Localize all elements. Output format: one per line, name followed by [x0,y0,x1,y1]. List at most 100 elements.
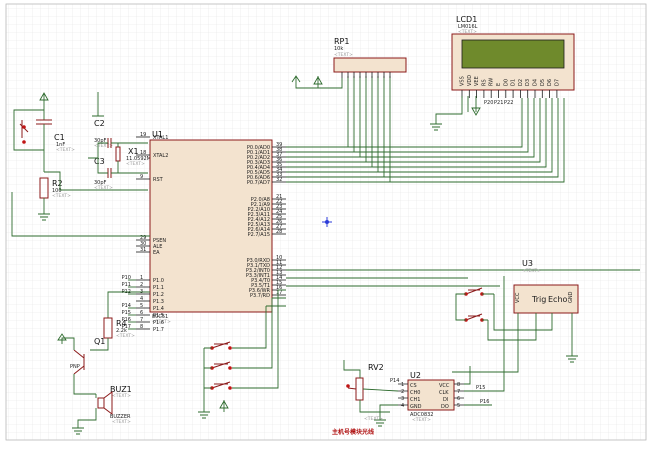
u1-pin-name: XTAL1 [153,135,168,141]
u2-pin-cs: CS [410,383,417,389]
u1-pin-name: P1.2 [153,292,164,298]
rv2-potentiometer[interactable]: RV2 <TEXT> [343,360,399,422]
u1-pin-name: P2.0/A8 [251,197,270,203]
svg-text:<TEXT>: <TEXT> [522,268,541,274]
u1-pin-num: 9 [140,174,143,180]
u1-pin-name: P1.0 [153,278,164,284]
u1-pin-name: P2.2/A10 [248,207,270,213]
lcd-pin-label: RW [489,78,495,86]
u1-pin-name: P3.3/INT1 [246,273,270,279]
svg-text:<TEXT>: <TEXT> [152,319,171,325]
lcd-screen [461,39,565,69]
c1-value: 1nF [56,142,65,148]
buz1-model: BUZZER [110,414,131,420]
key-button-5[interactable] [464,313,484,322]
u3-ultrasonic-module[interactable]: U3 <TEXT> VCC Trig Echo GND [286,259,579,373]
u1-pin-num: 29 [140,235,146,241]
u1-pin-name: EA [153,250,160,256]
u1-pin-name: P3.0/RXD [247,258,271,264]
u3-pin-echo: Echo [548,295,568,304]
r2-ref: R2 [52,179,63,188]
c1-ref: C1 [54,133,65,142]
u2-adc[interactable]: U2 CS CH0 CH1 GND VCC CLK DI DO 1 2 3 4 … [374,276,505,427]
svg-text:3: 3 [401,396,404,402]
u1-pin-name: P1.5 [153,313,164,319]
u1-pin-name: P3.5/T1 [251,283,270,289]
u1-pin-num: 15 [276,280,282,286]
rp1-ref: RP1 [334,37,349,46]
u1-net-label: P11 [122,282,131,288]
key-buttons[interactable] [198,289,286,419]
lcd-pin-label: D4 [533,79,539,86]
right-buttons[interactable] [455,287,494,322]
u1-pin-name: P0.1/AD1 [247,150,270,156]
svg-text:<TEXT>: <TEXT> [126,161,145,167]
u2-model: ADC0832 [410,412,434,418]
u1-pin-num: 17 [276,290,282,296]
svg-text:6: 6 [457,396,460,402]
rv2-ref: RV2 [368,363,384,372]
u1-pin-num: 11 [276,260,282,266]
u1-pin-num: 30 [140,241,146,247]
u1-model: 80C51 [152,314,168,320]
key-button-1[interactable] [210,341,232,350]
u1-pin-name: P3.6/WR [249,288,271,294]
u1-pin-num: 32 [276,177,282,183]
lcd-pin-label: D1 [511,79,517,86]
svg-text:2: 2 [401,389,404,395]
u1-pin-name: P2.7/A15 [248,232,270,238]
r4-ref: R4 [116,319,127,328]
u1-pin-name: P1.4 [153,306,164,312]
u1-pin-num: 26 [276,219,282,225]
origin-marker-icon [322,217,332,227]
reset-circuit: C1 1nF <TEXT> R2 100 <TEXT> [13,92,148,221]
u1-pin-num: 31 [140,247,146,253]
u1-pin-name: XTAL2 [153,153,168,159]
lcd-pin-label: E [496,83,502,86]
svg-text:<TEXT>: <TEXT> [94,143,113,149]
u1-pin-name: P0.4/AD4 [247,165,270,171]
svg-text:<TEXT>: <TEXT> [364,416,383,422]
lcd-pin-label: D7 [554,79,560,86]
u1-pin-num: 21 [276,194,282,200]
x1-ref: X1 [128,147,139,156]
u1-pin-name: ALE [153,244,162,250]
u1-pin-num: 4 [140,296,143,302]
u1-pin-name: P0.5/AD5 [247,170,270,176]
u3-pin-gnd: GND [568,291,574,303]
lcd-pin-label: VSS [460,76,466,86]
u1-pin-name: P1.3 [153,299,164,305]
u2-pin-do: DO [441,404,449,410]
u2-net-p15: P15 [476,385,485,391]
x1-value: 11.0592MHz [126,156,158,162]
u1-net-label: P15 [122,310,131,316]
u2-pin-di: DI [443,397,448,403]
lcd-net-p20: P20 [484,100,493,106]
u1-pin-num: 23 [276,204,282,210]
u1-pin-num: 22 [276,199,282,205]
key-button-4[interactable] [464,287,484,296]
u1-pin-num: 5 [140,303,143,309]
lcd-pin-label: D5 [540,79,546,86]
lcd-control-labels: P20 P21 P22 [484,100,513,106]
u2-net-p14: P14 [390,378,399,384]
c3-value: 30pF [94,180,107,186]
u1-pin-num: 8 [140,324,143,330]
lcd-pin-label: VEE [474,76,480,86]
svg-text:<TEXT>: <TEXT> [112,419,131,425]
u1-net-label: P17 [122,324,131,330]
buz1-ref: BUZ1 [110,385,132,394]
u1-ref: U1 [152,130,163,139]
key-button-3[interactable] [210,381,232,390]
u1-pin-name: P3.1/TXD [247,263,270,269]
lcd-pin-label: D2 [518,79,524,86]
lcd-pin-label: D6 [547,79,553,86]
u1-pin-name: P2.6/A14 [248,227,270,233]
u1-pin-num: 7 [140,317,143,323]
u1-pin-num: 25 [276,214,282,220]
u1-pin-num: 13 [276,270,282,276]
